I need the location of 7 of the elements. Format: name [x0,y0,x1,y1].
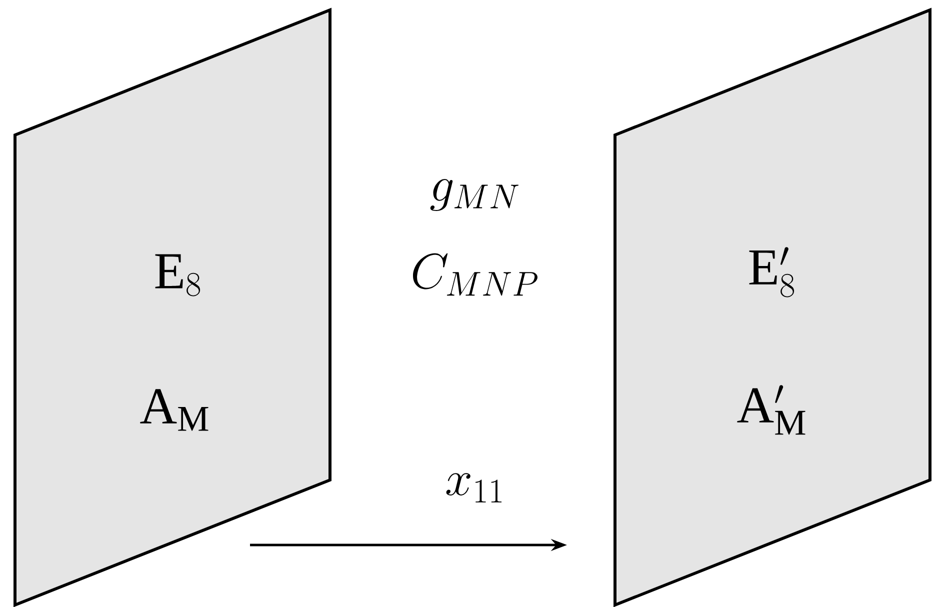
plane-label: $\mathrm{E}_8$ [155,254,200,296]
math-label: $x_{11}$ [446,473,502,502]
plane-label: $\mathrm{E}'_8$ [749,247,794,298]
math-label: $g_{MN}$ [430,179,518,211]
math-label: $C_{MNP}$ [413,253,538,296]
plane-label: $\mathrm{A}'_\mathrm{M}$ [737,385,806,435]
plane-label: $\mathrm{A}_\mathrm{M}$ [140,389,208,431]
